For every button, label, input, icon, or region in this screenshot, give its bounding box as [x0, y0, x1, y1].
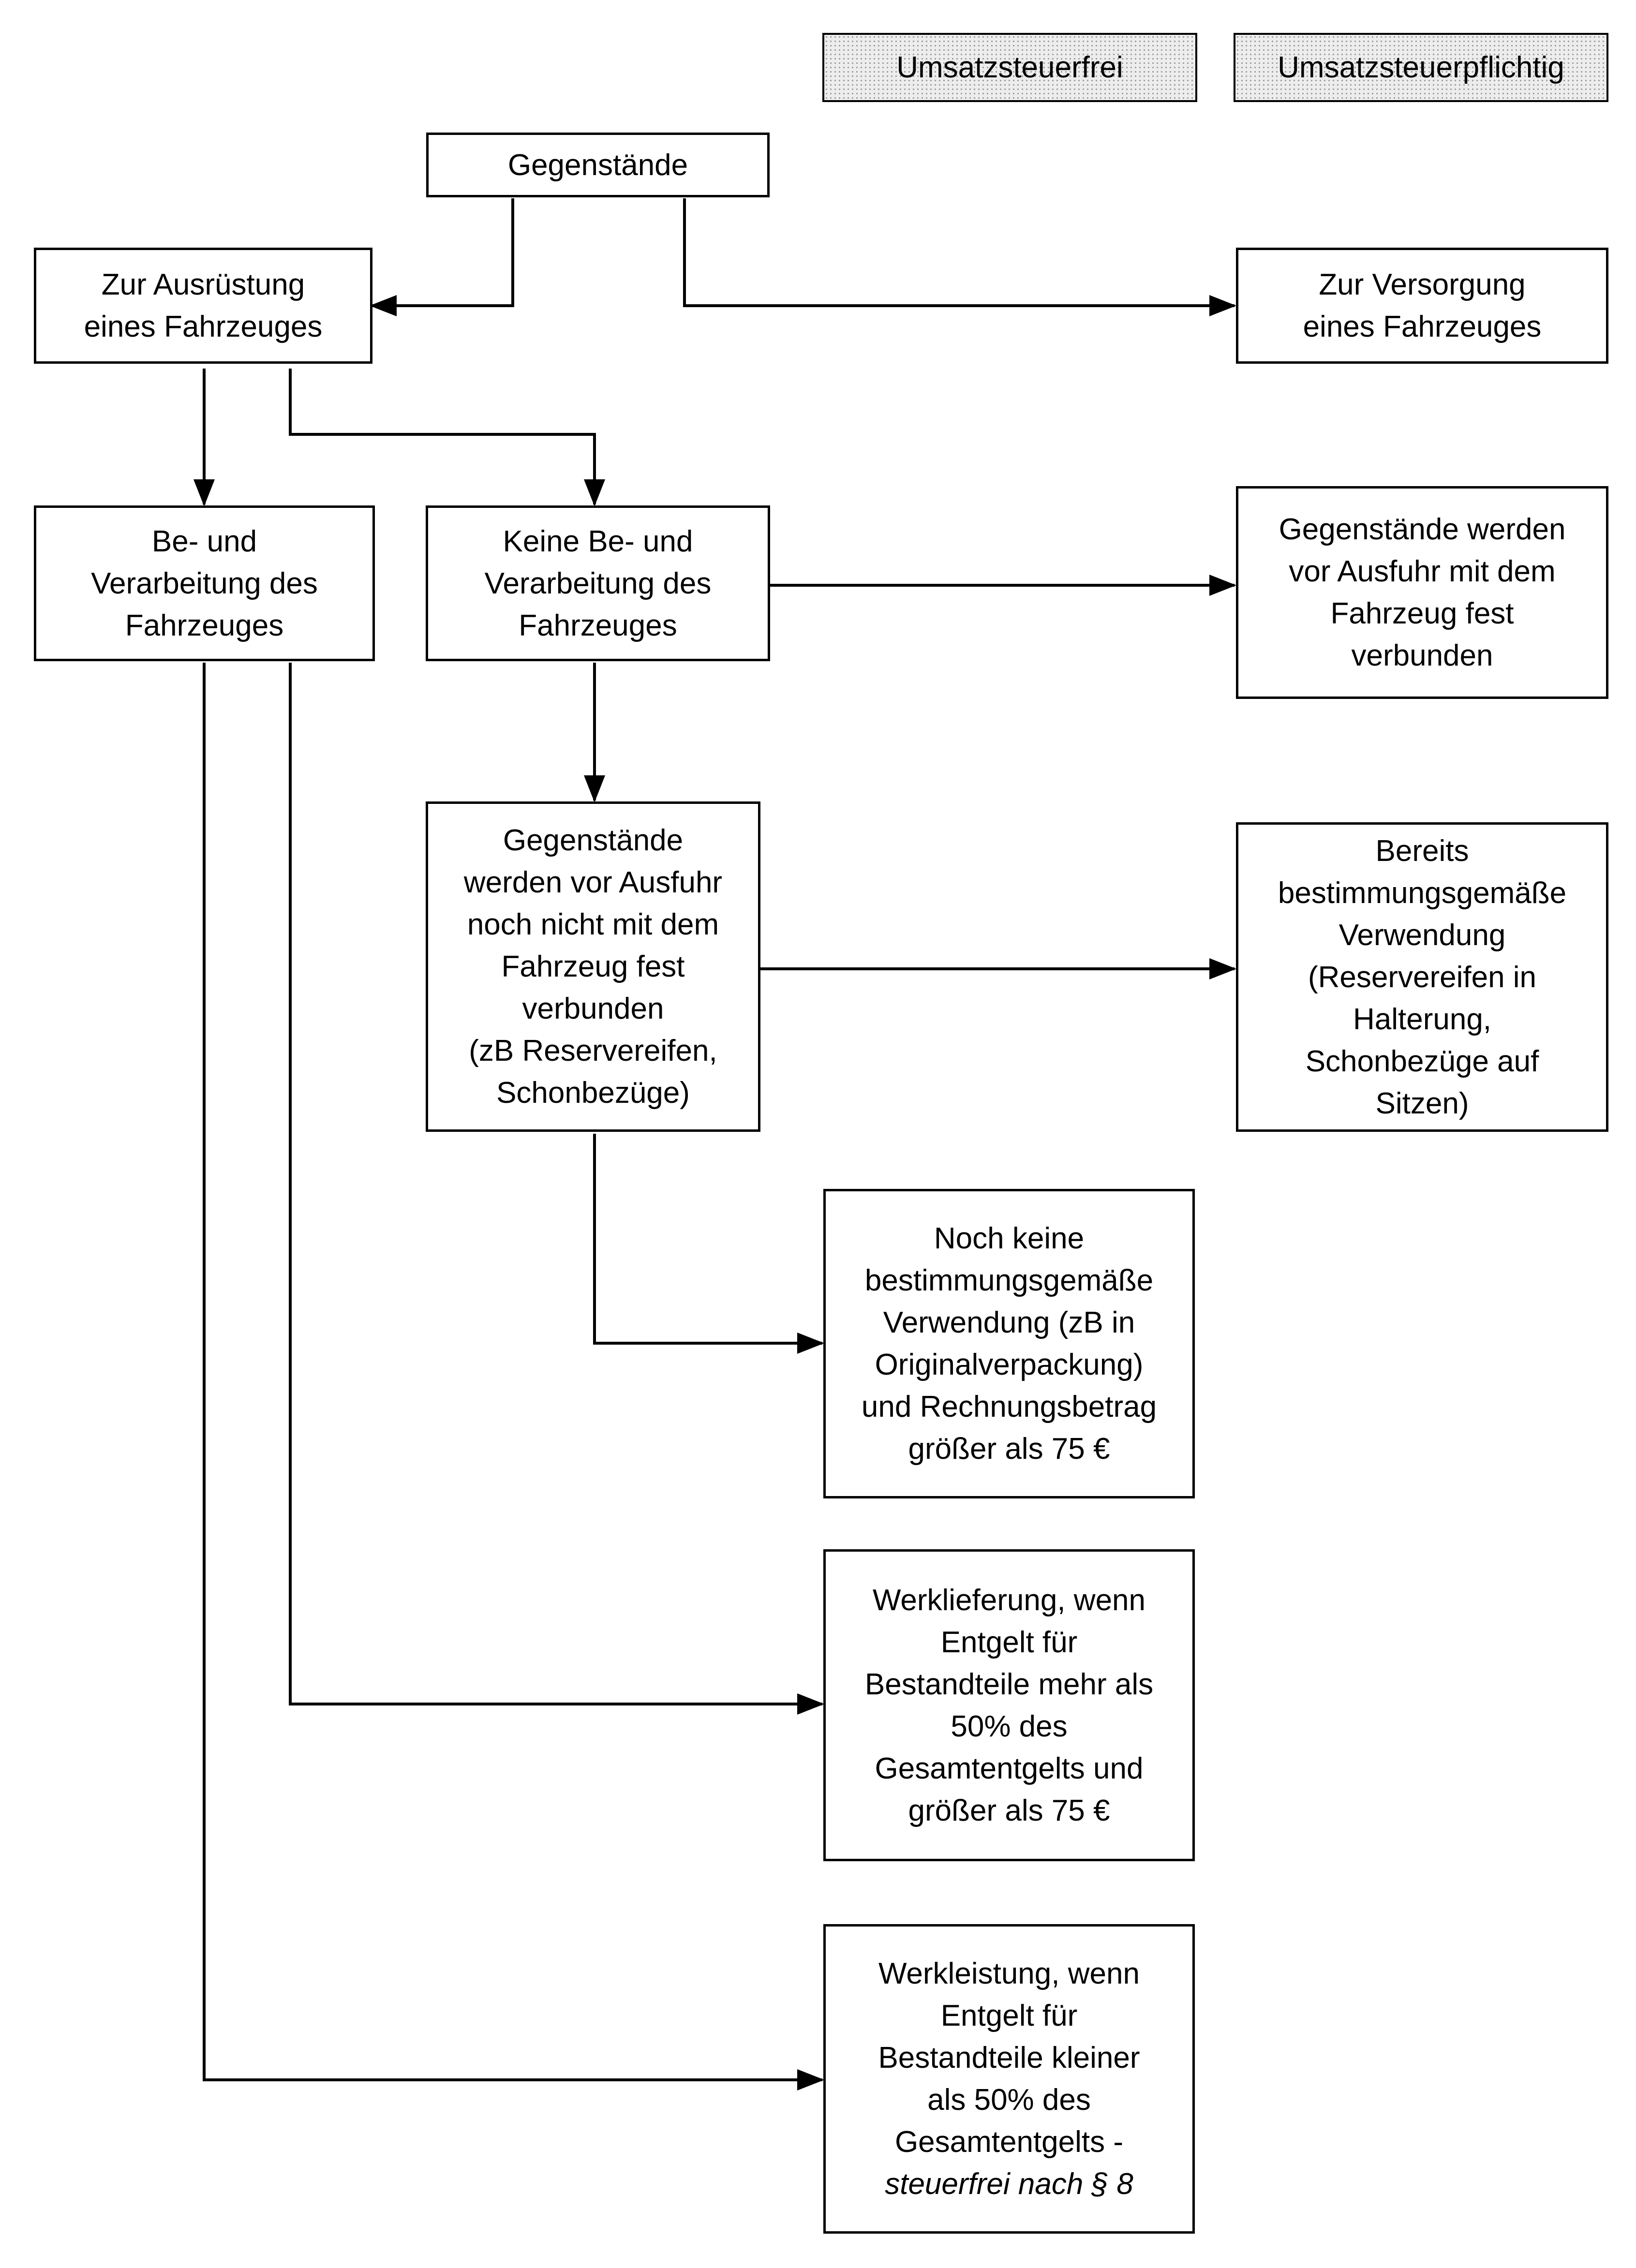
- legend-taxable-label: Umsatzsteuerpflichtig: [1278, 51, 1564, 84]
- node-noch-keine-verwendung: Noch keine bestimmungsgemäße Verwendung …: [823, 1189, 1195, 1498]
- node-gegenstaende-label: Gegenstände: [507, 148, 688, 182]
- node-bearbeitung: Be- und Verarbeitung des Fahrzeuges: [34, 505, 375, 661]
- node-nicht-verbunden-label: Gegenstände werden vor Ausfuhr noch nich…: [463, 824, 723, 1110]
- legend-tax-free: Umsatzsteuerfrei: [822, 33, 1197, 102]
- edge-ausruestung-to-keine-bearbeitung: [289, 369, 605, 506]
- node-nicht-verbunden: Gegenstände werden vor Ausfuhr noch nich…: [426, 801, 760, 1132]
- node-keine-bearbeitung: Keine Be- und Verarbeitung des Fahrzeuge…: [426, 505, 770, 661]
- node-werkleistung-content: Werkleistung, wenn Entgelt für Bestandte…: [878, 1911, 1140, 2247]
- node-werkleistung-note: steuerfrei nach § 8: [885, 2167, 1133, 2201]
- edge-gegenstaende-to-versorgung: [683, 198, 1236, 316]
- node-gegenstaende: Gegenstände: [426, 133, 770, 197]
- edge-bearbeitung-to-werkleistung: [203, 663, 824, 2090]
- node-bereits-verwendung-label: Bereits bestimmungsgemäße Verwendung (Re…: [1278, 834, 1567, 1120]
- legend-tax-free-label: Umsatzsteuerfrei: [896, 51, 1123, 84]
- edge-bearbeitung-to-werklieferung: [289, 663, 824, 1715]
- node-werkleistung-label: Werkleistung, wenn Entgelt für Bestandte…: [878, 1957, 1140, 2159]
- node-keine-bearbeitung-label: Keine Be- und Verarbeitung des Fahrzeuge…: [484, 524, 712, 642]
- node-werklieferung: Werklieferung, wenn Entgelt für Bestandt…: [823, 1549, 1195, 1861]
- node-fest-verbunden: Gegenstände werden vor Ausfuhr mit dem F…: [1236, 486, 1608, 699]
- node-ausruestung-label: Zur Ausrüstung eines Fahrzeuges: [84, 268, 323, 343]
- edge-gegenstaende-to-ausruestung: [370, 198, 514, 316]
- edge-nicht-verbunden-to-noch-keine-verwendung: [593, 1134, 824, 1354]
- node-bearbeitung-label: Be- und Verarbeitung des Fahrzeuges: [91, 524, 318, 642]
- node-bereits-verwendung: Bereits bestimmungsgemäße Verwendung (Re…: [1236, 822, 1608, 1132]
- node-noch-keine-verwendung-label: Noch keine bestimmungsgemäße Verwendung …: [861, 1222, 1157, 1466]
- node-versorgung: Zur Versorgung eines Fahrzeuges: [1236, 248, 1608, 364]
- node-versorgung-label: Zur Versorgung eines Fahrzeuges: [1303, 268, 1542, 343]
- legend-taxable: Umsatzsteuerpflichtig: [1234, 33, 1608, 102]
- node-werklieferung-label: Werklieferung, wenn Entgelt für Bestandt…: [864, 1583, 1154, 1827]
- node-fest-verbunden-label: Gegenstände werden vor Ausfuhr mit dem F…: [1279, 513, 1566, 672]
- node-ausruestung: Zur Ausrüstung eines Fahrzeuges: [34, 248, 372, 364]
- node-werkleistung: Werkleistung, wenn Entgelt für Bestandte…: [823, 1924, 1195, 2234]
